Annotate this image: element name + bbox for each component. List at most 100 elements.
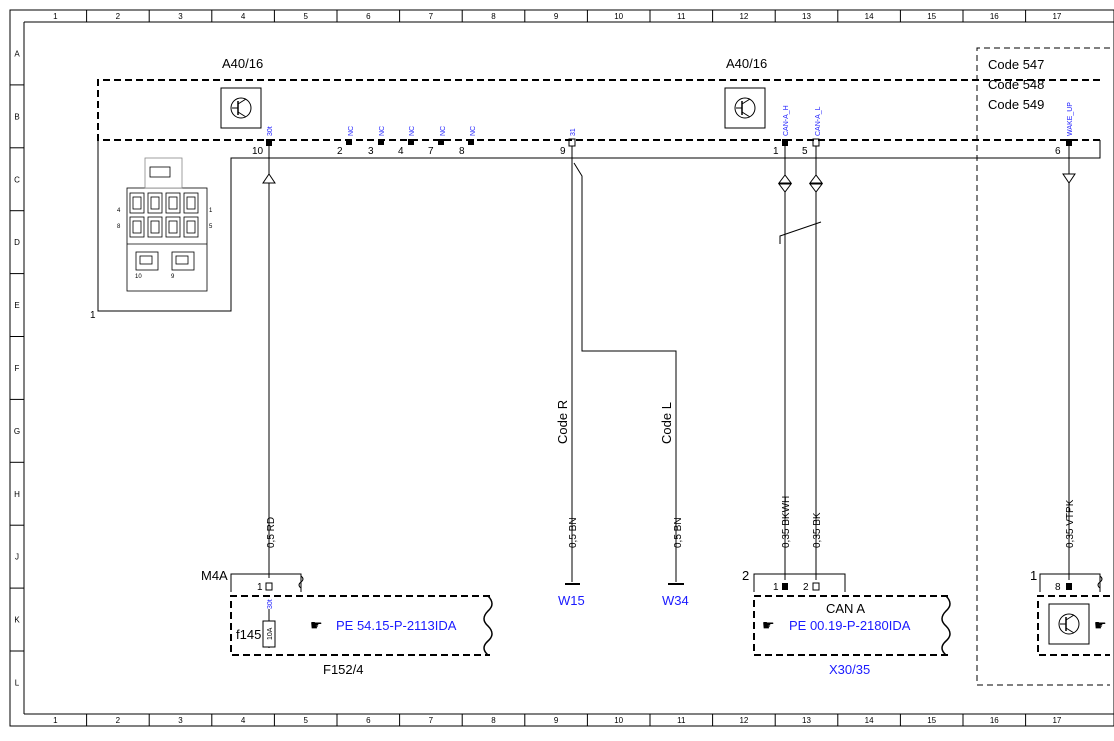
svg-text:10: 10: [135, 274, 142, 280]
grid-row-label: F: [15, 364, 20, 373]
wire-vtpk-label: 0,35 VTPK: [1065, 499, 1076, 548]
x30-number: 2: [742, 568, 749, 583]
svg-text:2: 2: [337, 146, 343, 157]
grid-column-label: 8: [491, 716, 496, 725]
x30-pin-2: 2: [803, 582, 809, 593]
right-module-box: [1037, 595, 1110, 656]
svg-text:9: 9: [171, 274, 175, 280]
arrow-down-icon: [1062, 173, 1076, 184]
pin-7: NC 7: [428, 126, 447, 157]
grid-column-label: 7: [429, 12, 434, 21]
pin-1: CAN-A_H 1: [773, 105, 790, 157]
grid-row-label: L: [15, 678, 20, 687]
grid-column-label: 3: [178, 716, 183, 725]
grid-row-label: E: [14, 301, 19, 310]
wire-bn-w34: [573, 162, 677, 582]
grid-column-label: 16: [990, 716, 999, 725]
svg-text:CAN-A_H: CAN-A_H: [783, 105, 790, 136]
transistor-icon: [724, 87, 766, 129]
fuse-rating: 10A: [267, 627, 274, 640]
code-548: Code 548: [988, 77, 1044, 92]
grid-column-label: 13: [802, 716, 811, 725]
svg-text:NC: NC: [440, 126, 447, 136]
grid-row-label: H: [14, 490, 20, 499]
x30-ref-link[interactable]: PE 00.19-P-2180IDA: [789, 618, 911, 633]
f152-ref-link[interactable]: PE 54.15-P-2113IDA: [336, 618, 457, 633]
svg-text:10: 10: [252, 146, 264, 157]
hand-pointer-icon: ☛: [310, 617, 323, 633]
grid-column-label: 12: [739, 12, 748, 21]
grid-column-label: 13: [802, 12, 811, 21]
grid-column-label: 9: [554, 12, 559, 21]
svg-text:5: 5: [802, 146, 808, 157]
grid-column-label: 4: [241, 716, 246, 725]
grid-column-label: 5: [303, 12, 308, 21]
a40-module-box: [97, 79, 1100, 141]
pin-3: NC 3: [368, 126, 386, 157]
svg-text:WAKE_UP: WAKE_UP: [1067, 102, 1074, 136]
x30-label: X30/35: [829, 662, 870, 677]
hand-pointer-icon: ☛: [1094, 617, 1107, 633]
code-l-label: Code L: [659, 402, 674, 444]
pin-6: WAKE_UP 6: [1055, 102, 1074, 157]
svg-text:NC: NC: [409, 126, 416, 136]
m4a-label: M4A: [201, 568, 228, 583]
a40-right-label: A40/16: [726, 56, 767, 71]
code-549: Code 549: [988, 97, 1044, 112]
transistor-icon: [1048, 603, 1090, 645]
grid-row-label: B: [14, 112, 19, 121]
pin-9: 31 9: [560, 128, 577, 157]
svg-text:8: 8: [117, 224, 121, 230]
m4a-pin-no: 1: [257, 582, 263, 593]
fuse-label: f145: [236, 627, 261, 642]
grid-column-label: 15: [927, 716, 936, 725]
twisted-pair-mark: [779, 221, 822, 244]
wire-bn-label: 0,5 BN: [568, 517, 579, 548]
svg-text:1: 1: [773, 146, 779, 157]
svg-text:NC: NC: [348, 126, 355, 136]
svg-text:31: 31: [570, 128, 577, 136]
grid-column-label: 10: [614, 12, 623, 21]
grid-column-label: 9: [554, 716, 559, 725]
wire-bk-label: 0,35 BK: [812, 512, 823, 548]
grid-column-label: 8: [491, 12, 496, 21]
grid-column-label: 14: [865, 716, 874, 725]
svg-text:5: 5: [209, 224, 213, 230]
svg-text:NC: NC: [470, 126, 477, 136]
x30-box: [753, 595, 948, 656]
w34-label: W34: [662, 593, 689, 608]
grid-column-label: 17: [1052, 716, 1061, 725]
grid-column-label: 11: [677, 12, 686, 21]
grid-row-label: J: [15, 553, 19, 562]
grid-column-label: 15: [927, 12, 936, 21]
outer-frame: [9, 9, 1114, 727]
wire-rd-label: 0,5 RD: [266, 517, 277, 548]
x30-pin-1: 1: [773, 582, 779, 593]
pin-2: NC 2: [337, 126, 355, 157]
svg-text:30t: 30t: [267, 126, 274, 136]
f152-label: F152/4: [323, 662, 363, 677]
grid-column-label: 6: [366, 12, 371, 21]
x30-connector: [753, 573, 846, 592]
grid-column-label: 12: [739, 716, 748, 725]
connector-housing: 4 8 1 5 10 9: [117, 157, 213, 292]
grid-row-label: D: [14, 238, 20, 247]
m4a-pin-sig: 30t: [267, 599, 274, 609]
fuse-icon: [262, 620, 276, 648]
a40-left-label: A40/16: [222, 56, 263, 71]
pin-4: NC 4: [398, 126, 416, 157]
grid-column-label: 2: [116, 716, 121, 725]
svg-text:7: 7: [428, 146, 434, 157]
arrow-up-icon: [262, 173, 276, 184]
grid-column-label: 6: [366, 716, 371, 725]
svg-text:NC: NC: [379, 126, 386, 136]
x30-title: CAN A: [826, 601, 865, 616]
svg-text:6: 6: [1055, 146, 1061, 157]
svg-text:9: 9: [560, 146, 566, 157]
grid-column-label: 16: [990, 12, 999, 21]
connector-outline: [97, 140, 1101, 312]
svg-text:4: 4: [117, 208, 121, 214]
w15-label: W15: [558, 593, 585, 608]
grid-row-label: A: [14, 49, 20, 58]
